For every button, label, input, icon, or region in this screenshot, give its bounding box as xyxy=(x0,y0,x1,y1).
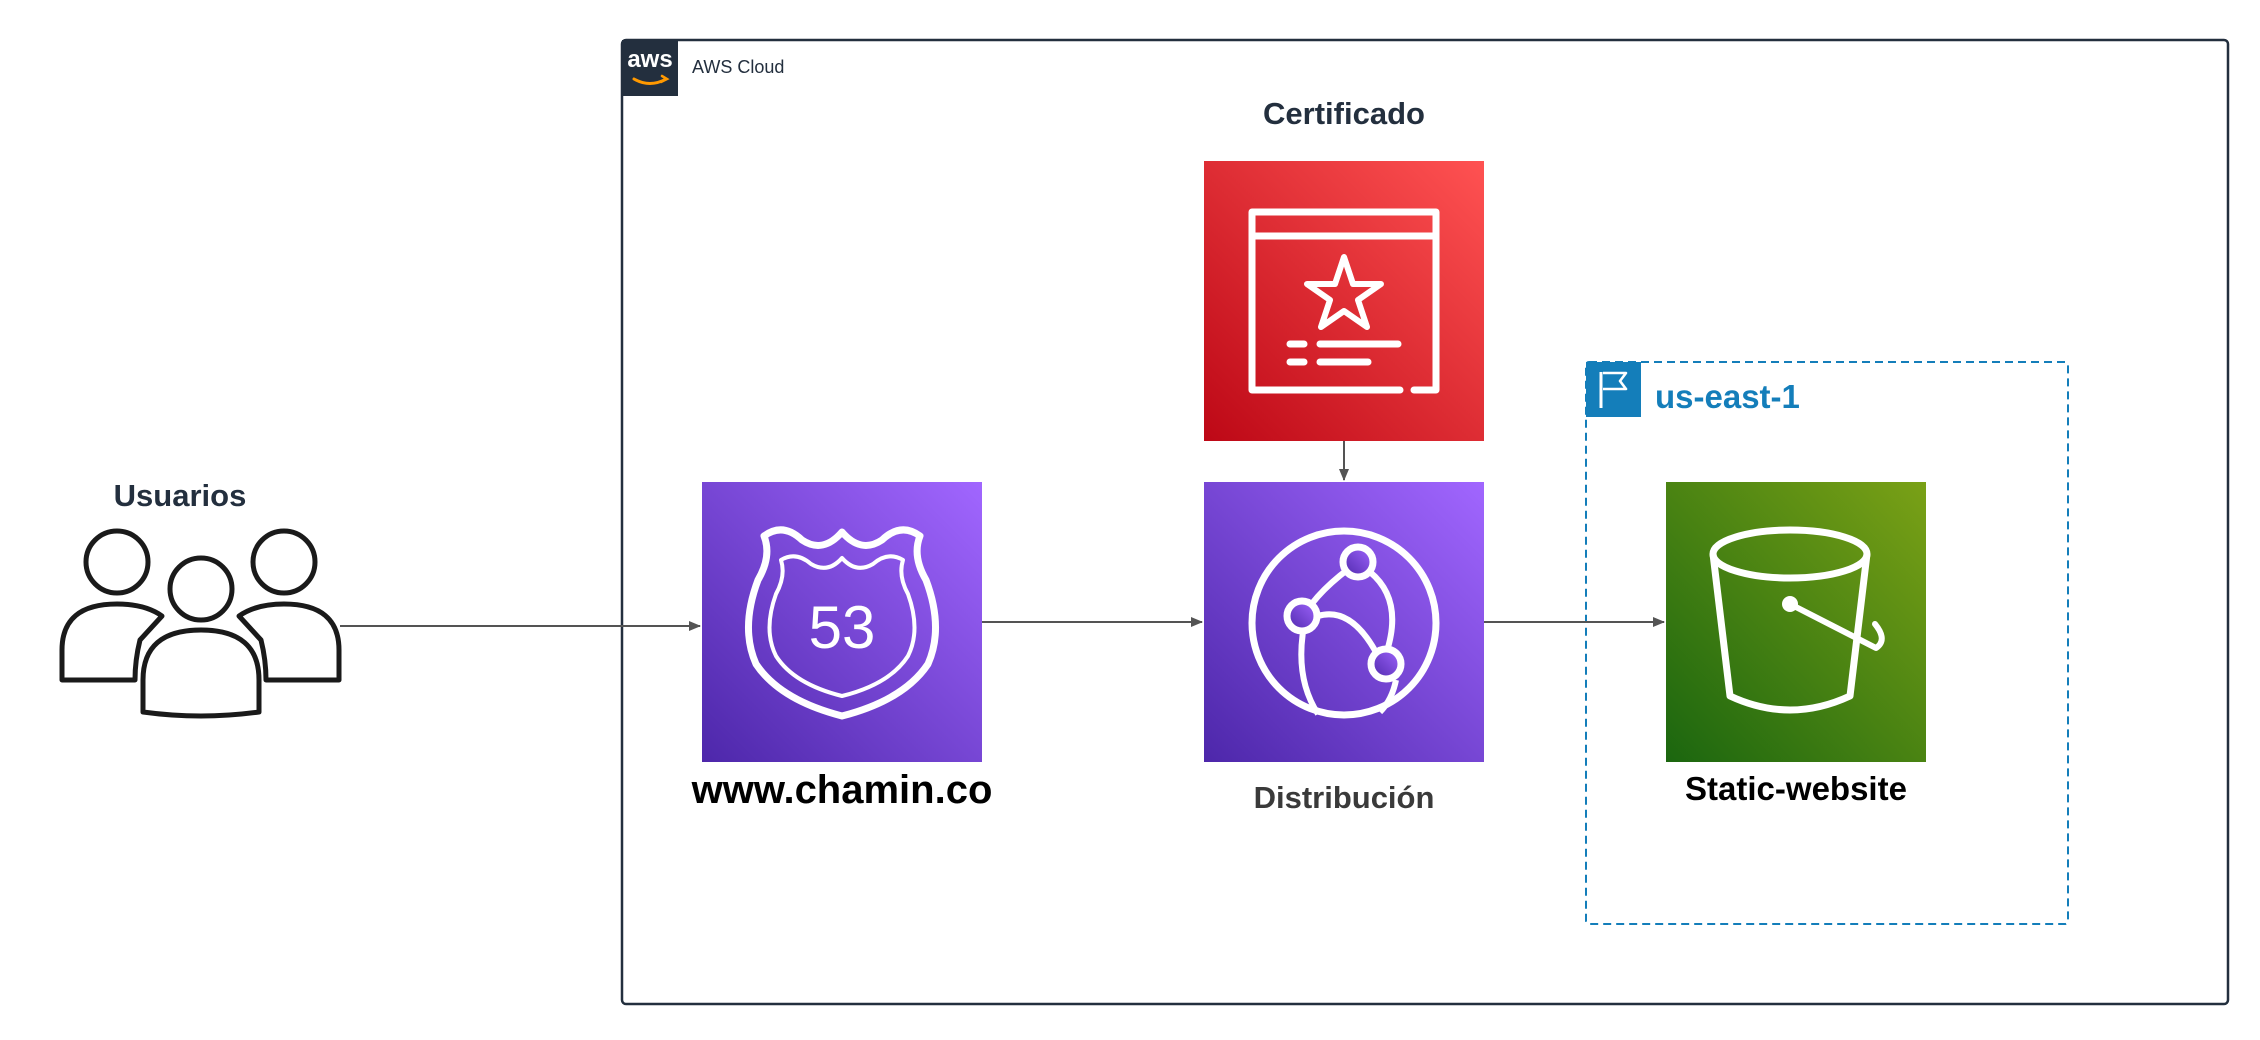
edges xyxy=(340,441,1665,631)
certificate-node xyxy=(1204,161,1484,441)
region-label: us-east-1 xyxy=(1655,378,1800,415)
users-icon xyxy=(59,528,342,719)
route53-label: www.chamin.co xyxy=(691,768,993,812)
certificate-manager-icon xyxy=(1248,208,1440,394)
users-label: Usuarios xyxy=(113,478,247,513)
cloudfront-icon xyxy=(1248,527,1440,719)
cloudfront-label: Distribución xyxy=(1253,780,1435,815)
aws-logo-text: aws xyxy=(627,46,672,73)
route53-node: 53 xyxy=(702,482,982,762)
certificate-label: Certificado xyxy=(1263,96,1425,131)
aws-cloud-group: aws AWS Cloud xyxy=(620,38,2230,1006)
route53-icon xyxy=(745,526,939,720)
aws-cloud-label: AWS Cloud xyxy=(692,57,784,77)
route53-badge-text: 53 xyxy=(809,594,876,661)
s3-node xyxy=(1666,482,1926,762)
s3-bucket-icon xyxy=(1709,526,1885,714)
s3-label: Static-website xyxy=(1685,770,1907,807)
region-group: us-east-1 xyxy=(1585,361,2069,925)
region-flag-icon xyxy=(1586,362,1641,417)
cloudfront-node xyxy=(1204,482,1484,762)
aws-logo-icon: aws xyxy=(622,40,678,96)
